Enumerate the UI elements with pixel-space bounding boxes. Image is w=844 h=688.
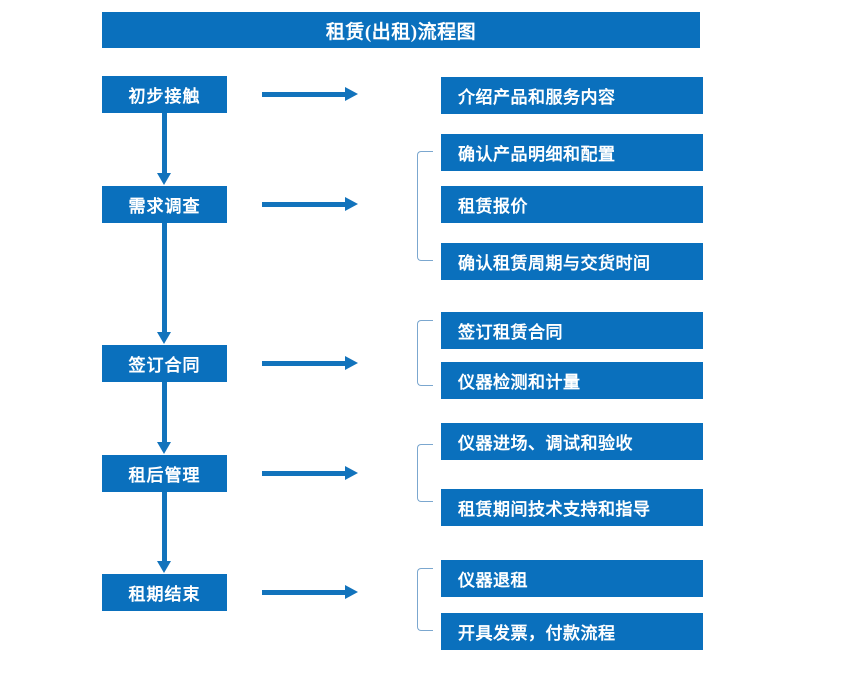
detail-box-9[interactable]: 仪器退租	[441, 560, 703, 597]
detail-box-1[interactable]: 介绍产品和服务内容	[441, 77, 703, 114]
stage-to-detail-arrow-1	[262, 87, 358, 101]
stage-to-detail-arrow-5	[262, 585, 358, 599]
stage-to-detail-arrow-3	[262, 356, 358, 370]
stage-box-5[interactable]: 租期结束	[102, 574, 227, 611]
stage-box-2[interactable]: 需求调查	[102, 186, 227, 223]
group-bracket-4	[417, 444, 433, 502]
stage-box-4[interactable]: 租后管理	[102, 455, 227, 492]
detail-box-6[interactable]: 仪器检测和计量	[441, 362, 703, 399]
stage-connector-arrow-3-4	[157, 382, 172, 454]
stage-connector-arrow-2-3	[157, 223, 172, 344]
stage-box-3[interactable]: 签订合同	[102, 345, 227, 382]
stage-to-detail-arrow-2	[262, 197, 358, 211]
detail-box-10[interactable]: 开具发票，付款流程	[441, 613, 703, 650]
group-bracket-3	[417, 320, 433, 386]
stage-box-1[interactable]: 初步接触	[102, 76, 227, 113]
stage-connector-arrow-1-2	[157, 113, 172, 185]
stage-connector-arrow-4-5	[157, 492, 172, 573]
detail-box-8[interactable]: 租赁期间技术支持和指导	[441, 489, 703, 526]
stage-to-detail-arrow-4	[262, 466, 358, 480]
page-title: 租赁(出租)流程图	[102, 12, 700, 48]
detail-box-3[interactable]: 租赁报价	[441, 186, 703, 223]
detail-box-2[interactable]: 确认产品明细和配置	[441, 134, 703, 171]
group-bracket-2	[417, 151, 433, 261]
detail-box-5[interactable]: 签订租赁合同	[441, 312, 703, 349]
detail-box-4[interactable]: 确认租赁周期与交货时间	[441, 243, 703, 280]
detail-box-7[interactable]: 仪器进场、调试和验收	[441, 423, 703, 460]
group-bracket-5	[417, 568, 433, 631]
